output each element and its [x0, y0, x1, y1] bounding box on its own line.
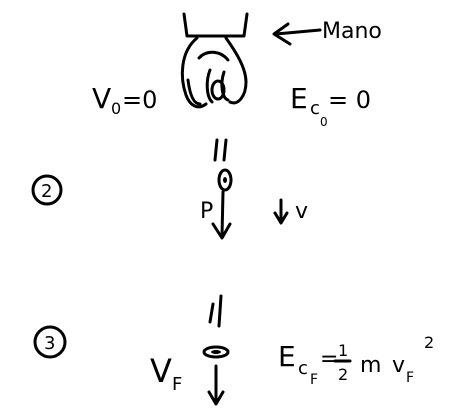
- ecf-equals: =: [320, 347, 338, 372]
- hand-finger-2: [205, 68, 214, 104]
- velocity-indicator: v: [273, 198, 308, 225]
- hand-pointer-arrowhead: [272, 22, 292, 46]
- ecf-velocity-subscript: F: [406, 370, 414, 386]
- weight-label: P: [200, 199, 213, 224]
- velocity-arrow-head: [273, 211, 289, 225]
- stage-2-marker: 2: [31, 174, 63, 206]
- vf-subscript: F: [172, 374, 182, 395]
- ec0-subscript-0: 0: [320, 115, 328, 129]
- hand-knuckle: [197, 50, 230, 62]
- hand-outline-right: [224, 36, 248, 105]
- stage-2-circle: [31, 174, 63, 206]
- ecf-numerator: 1: [338, 341, 348, 360]
- stage-3-circle: [33, 325, 67, 359]
- hand-finger-1: [186, 78, 202, 106]
- motion-line-2b: [222, 138, 228, 162]
- final-velocity-label: V F: [150, 352, 182, 395]
- ecf-mass: m: [360, 353, 381, 378]
- ecf-exponent: 2: [424, 333, 434, 352]
- stage-3-marker: 3: [33, 325, 67, 359]
- velocity-label: v: [295, 199, 308, 224]
- object-stage-2: [217, 168, 233, 192]
- hand-pointer-line: [274, 28, 322, 36]
- ecf-velocity: v: [392, 353, 405, 378]
- v0-subscript: 0: [111, 99, 121, 118]
- falling-object-stage-2: P: [200, 138, 233, 240]
- ec0-letter: E: [290, 82, 308, 115]
- held-object: [210, 79, 226, 101]
- hand-wrist-bracket: [182, 12, 249, 38]
- ecf-subscript-c: c: [298, 358, 308, 379]
- motion-line-3a: [208, 302, 215, 324]
- ecf-denominator: 2: [338, 365, 348, 384]
- ecf-letter: E: [278, 340, 296, 373]
- weight-arrow-shaft: [220, 190, 225, 238]
- ecf-subscript-f: F: [310, 372, 318, 388]
- final-velocity-arrow-head: [207, 390, 225, 406]
- motion-line-2a: [213, 138, 219, 162]
- stage-3-number: 3: [44, 333, 55, 354]
- initial-kinetic-energy-label: E c 0 = 0: [290, 82, 371, 129]
- hand-finger-3: [220, 70, 230, 102]
- stage-2-number: 2: [41, 181, 52, 202]
- ec0-subscript-c: c: [310, 98, 320, 119]
- hand-pointer: Mano: [272, 19, 382, 46]
- object-stage-3: [202, 345, 230, 359]
- vf-letter: V: [150, 352, 172, 390]
- motion-line-3b: [217, 294, 223, 328]
- v0-letter: V: [92, 82, 111, 115]
- object-stage-3-center: [211, 350, 221, 354]
- final-kinetic-energy-formula: E c F = 1 2 m v F 2: [278, 333, 434, 388]
- object-stage-2-center: [223, 177, 227, 183]
- falling-object-stage-3: [202, 294, 230, 406]
- weight-arrow-head: [211, 222, 232, 240]
- hand-drawing: [180, 12, 249, 109]
- ec0-value: = 0: [328, 86, 371, 114]
- v0-value: =0: [122, 86, 157, 114]
- initial-velocity-label: V 0 =0: [92, 82, 157, 118]
- hand-label: Mano: [322, 19, 382, 44]
- hand-outline-left: [180, 36, 208, 109]
